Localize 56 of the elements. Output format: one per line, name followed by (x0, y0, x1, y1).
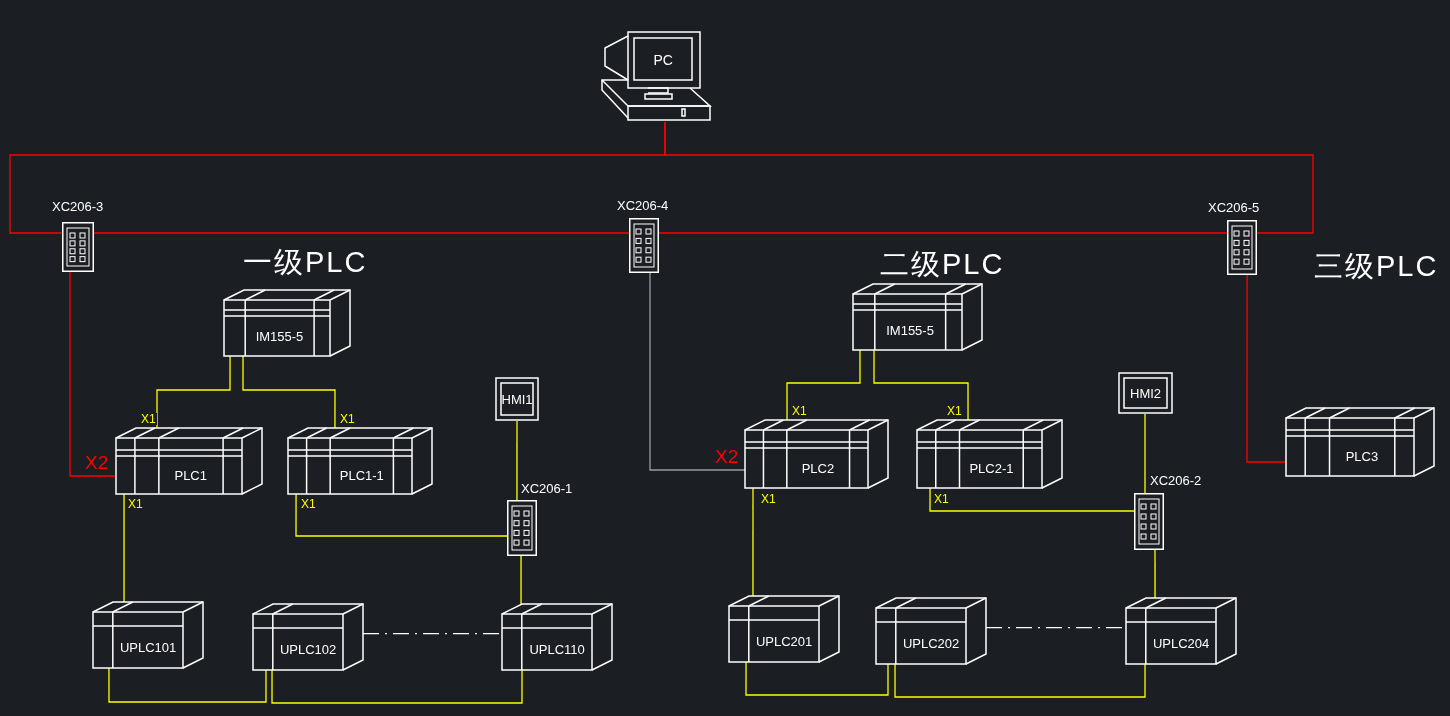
cable-line (1246, 274, 1287, 463)
device-label: IM155-5 (255, 329, 304, 343)
device-label: HMI1 (501, 392, 533, 406)
cable-line (69, 271, 117, 477)
device-tag: XC206-3 (52, 200, 104, 213)
cable-line (649, 272, 746, 471)
device-label: PLC1 (174, 468, 207, 482)
port-label: X2 (84, 453, 110, 472)
port-label: X1 (300, 498, 317, 510)
device-tag: XC206-5 (1208, 201, 1260, 214)
port-label: X1 (760, 493, 777, 505)
cable-line (271, 669, 523, 704)
device-tag: XC206-1 (521, 482, 573, 495)
device-label: PC (653, 53, 673, 67)
cable-line (1144, 413, 1146, 494)
cable-line (873, 349, 969, 421)
cable-line (516, 420, 518, 501)
port-label: X1 (339, 413, 356, 425)
device-label: UPLC110 (529, 642, 585, 656)
cable-line (242, 355, 336, 429)
cable-line (752, 487, 754, 597)
group-title: 一级PLC (243, 248, 368, 277)
cable-line (745, 661, 889, 696)
device-label: IM155-5 (886, 323, 934, 337)
device-label: PLC2-1 (969, 461, 1014, 475)
port-label: X1 (933, 493, 950, 505)
group-title: 二级PLC (880, 250, 1005, 279)
cable-line (894, 663, 1146, 698)
group-title: 三级PLC (1314, 252, 1439, 281)
device-label: UPLC202 (902, 636, 960, 650)
device-label: UPLC101 (119, 640, 177, 654)
port-label: X2 (714, 447, 740, 466)
port-label: X1 (127, 498, 144, 510)
device-label: UPLC204 (1152, 636, 1210, 650)
cable-line (108, 667, 267, 703)
cable-line (664, 121, 1314, 234)
device-label: UPLC201 (755, 634, 813, 648)
cable-line (1154, 549, 1156, 599)
cable-line (123, 493, 125, 603)
cable-line (520, 555, 522, 605)
cable-line (929, 487, 1135, 512)
port-label: X1 (140, 413, 157, 425)
cable-line (658, 232, 1228, 234)
port-label: X1 (946, 405, 963, 417)
port-label: X1 (791, 405, 808, 417)
device-label: HMI2 (1130, 386, 1162, 400)
device-tag: XC206-4 (617, 199, 669, 212)
cable-line (93, 232, 630, 234)
cable-line (156, 355, 231, 429)
device-label: PLC3 (1345, 449, 1379, 463)
device-label: PLC2 (801, 461, 835, 475)
device-tag: XC206-2 (1150, 474, 1202, 487)
cable-line (786, 349, 861, 421)
device-label: UPLC102 (279, 642, 337, 656)
cable-line (295, 493, 508, 537)
device-label: PLC1-1 (339, 468, 384, 482)
